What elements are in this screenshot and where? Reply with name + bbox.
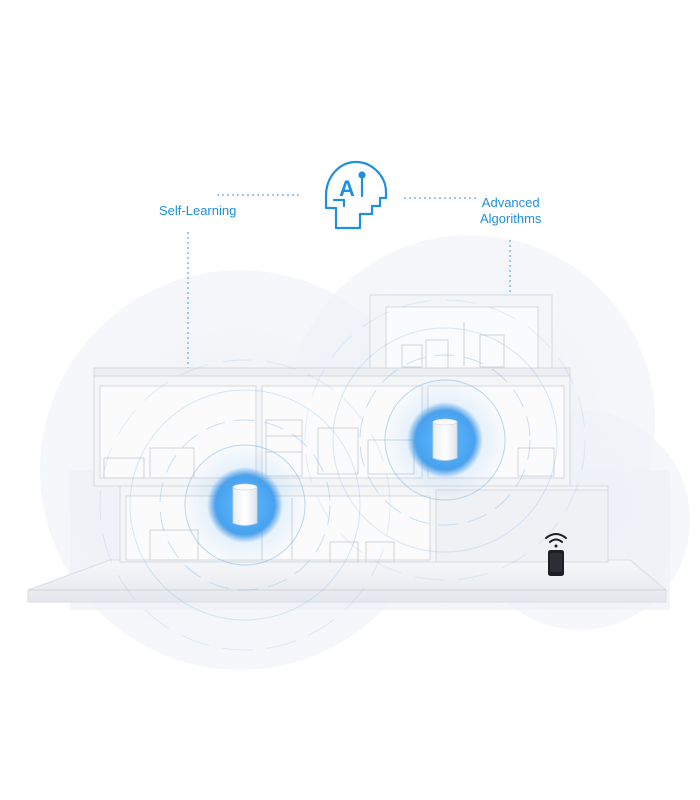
advanced-label-line2: Algorithms [480, 211, 542, 226]
mesh-router-icon [232, 483, 258, 526]
mesh-router-left [183, 443, 307, 567]
svg-text:A: A [339, 176, 355, 201]
advanced-label-line1: Advanced [481, 195, 540, 210]
self-learning-label: Self-Learning [159, 203, 237, 218]
house-structure [93, 294, 609, 563]
wifi-signal-icon [545, 533, 567, 548]
house-floor-base [27, 559, 667, 603]
mesh-router-icon [432, 418, 458, 461]
smartphone-icon [548, 550, 564, 576]
mesh-router-right [383, 378, 507, 502]
ai-head-icon: A [324, 160, 388, 230]
advanced-algorithms-label: Advanced Algorithms [480, 195, 541, 227]
